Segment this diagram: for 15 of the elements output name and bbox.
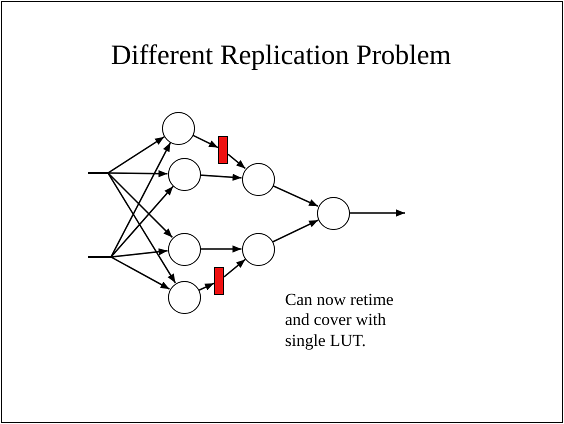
arrow	[224, 258, 246, 278]
arrow	[350, 209, 405, 217]
arrow	[200, 174, 242, 181]
register-bar	[218, 136, 228, 164]
note-text: Can now retime and cover with single LUT.	[285, 290, 395, 352]
arrow	[198, 282, 214, 291]
arrow	[272, 219, 318, 243]
arrow	[88, 172, 176, 284]
arrow	[200, 245, 242, 253]
slide-title: Different Replication Problem	[110, 40, 452, 72]
arrow	[228, 154, 246, 170]
arrow	[192, 134, 218, 148]
arrow	[272, 185, 318, 207]
arrow	[88, 256, 170, 290]
register-bar	[214, 267, 224, 295]
